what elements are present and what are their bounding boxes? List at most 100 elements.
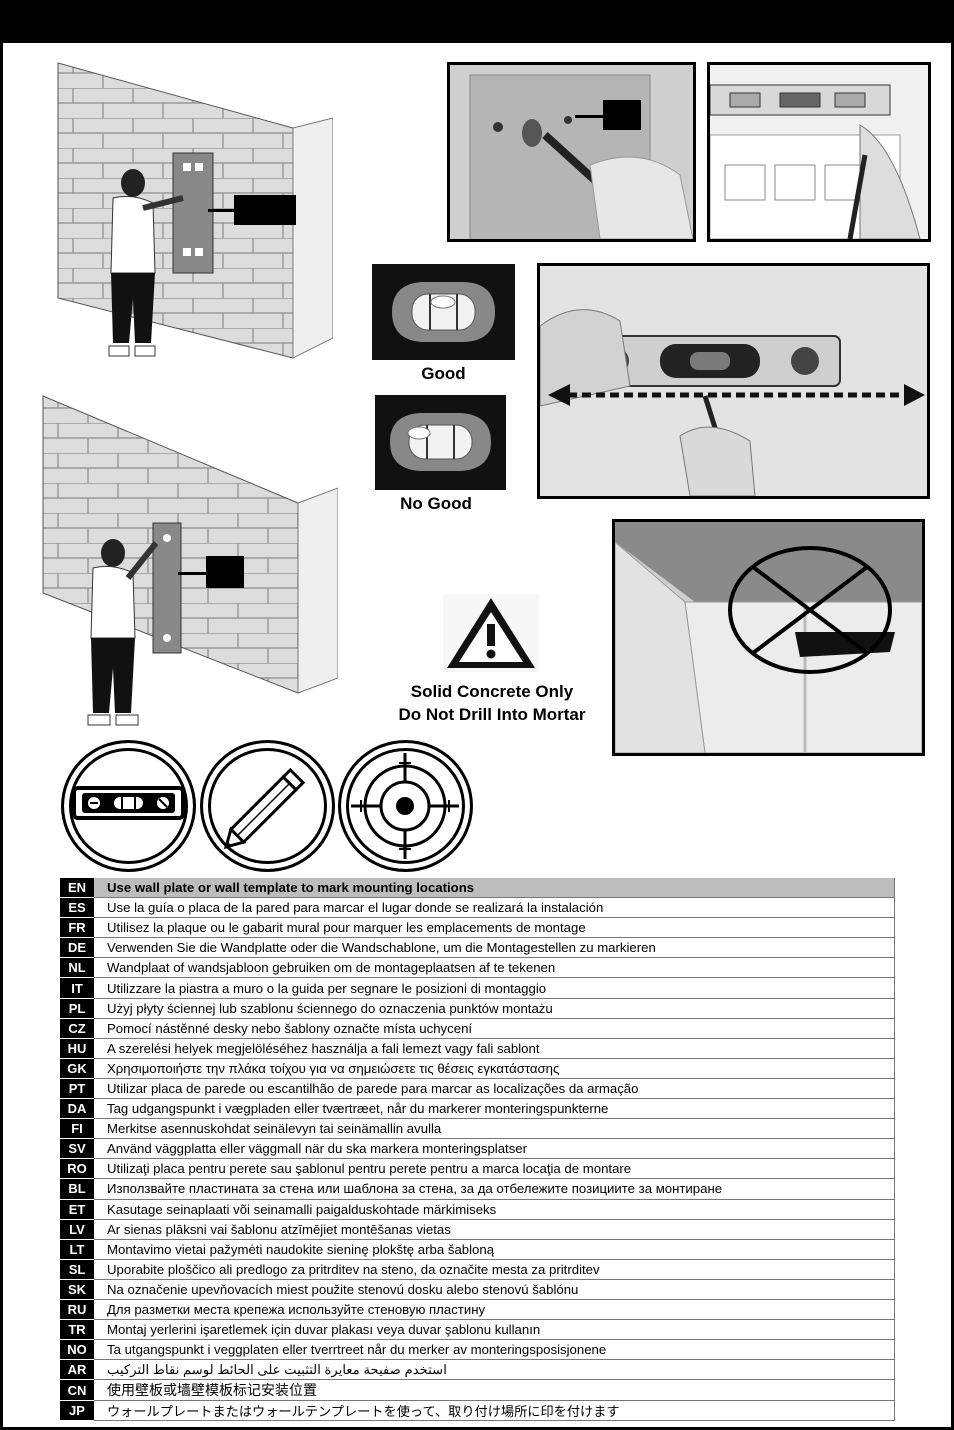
instruction-text: Merkitse asennuskohdat seinälevyn tai se… bbox=[94, 1118, 895, 1140]
good-label: Good bbox=[421, 364, 466, 383]
instruction-text: Montaj yerlerini işaretlemek için duvar … bbox=[94, 1319, 895, 1341]
crosshair-target-icon bbox=[338, 740, 473, 872]
callout-label-box bbox=[603, 100, 641, 130]
language-code: BL bbox=[60, 1178, 94, 1200]
language-code: PL bbox=[60, 998, 94, 1019]
language-code: NL bbox=[60, 957, 94, 979]
language-code: LV bbox=[60, 1219, 94, 1240]
language-code: RO bbox=[60, 1158, 94, 1180]
wall-plate-illustration bbox=[43, 58, 334, 388]
callout-label-box bbox=[206, 556, 244, 588]
language-code: FR bbox=[60, 917, 94, 939]
language-code: SK bbox=[60, 1279, 94, 1300]
language-code: LT bbox=[60, 1239, 94, 1260]
language-code: HU bbox=[60, 1038, 94, 1059]
language-code: TR bbox=[60, 1319, 94, 1341]
level-icon bbox=[61, 740, 196, 872]
instruction-page: Good No Good bbox=[3, 43, 951, 1427]
instruction-text: Ta utgangspunkt i veggplaten eller tverr… bbox=[94, 1339, 895, 1361]
language-code: PT bbox=[60, 1078, 94, 1100]
language-code: ES bbox=[60, 897, 94, 919]
callout-line bbox=[575, 115, 605, 118]
language-code: IT bbox=[60, 977, 94, 999]
wall-template-illustration bbox=[28, 393, 339, 733]
language-code: SL bbox=[60, 1259, 94, 1280]
language-code: EN bbox=[60, 878, 94, 899]
bubble-level-no-good bbox=[375, 395, 506, 490]
callout-line bbox=[178, 572, 208, 575]
instruction-text: Kasutage seinaplaati või seinamalli paig… bbox=[94, 1199, 895, 1220]
language-code: DE bbox=[60, 937, 94, 959]
instruction-text: Använd väggplatta eller väggmall när du … bbox=[94, 1138, 895, 1160]
instruction-text: Χρησιμοποιήστε την πλάκα τοίχου για να σ… bbox=[94, 1058, 895, 1079]
instruction-text: Verwenden Sie die Wandplatte oder die Wa… bbox=[94, 937, 895, 959]
instruction-text: A szerelési helyek megjelöléséhez haszná… bbox=[94, 1038, 895, 1059]
bubble-level-good bbox=[372, 264, 515, 360]
instruction-text: Ar sienas plāksni vai šablonu atzīmējiet… bbox=[94, 1219, 895, 1240]
warning-line-2: Do Not Drill Into Mortar bbox=[398, 705, 586, 724]
no-good-label: No Good bbox=[400, 494, 472, 513]
language-code: CN bbox=[60, 1379, 94, 1402]
instruction-text: Use wall plate or wall template to mark … bbox=[94, 878, 895, 899]
instruction-text: Pomocí nástěnné desky nebo šablony označ… bbox=[94, 1018, 895, 1039]
instruction-text: Wandplaat of wandsjabloon gebruiken om d… bbox=[94, 957, 895, 979]
language-code: FI bbox=[60, 1118, 94, 1140]
language-code: CZ bbox=[60, 1018, 94, 1039]
photo-mortar-joint-crossed bbox=[612, 519, 925, 756]
instruction-text: ウォールプレートまたはウォールテンプレートを使って、取り付け場所に印を付けます bbox=[94, 1400, 895, 1422]
instruction-text: Utilizaţi placa pentru perete sau şablon… bbox=[94, 1158, 895, 1180]
instruction-text: Utilisez la plaque ou le gabarit mural p… bbox=[94, 917, 895, 939]
instruction-text: 使用壁板或墙壁模板标记安装位置 bbox=[94, 1379, 895, 1402]
instruction-text: Uporabite ploščico ali predlogo za pritr… bbox=[94, 1259, 895, 1280]
pencil-icon bbox=[200, 740, 335, 872]
language-code: AR bbox=[60, 1359, 94, 1381]
instruction-text: Use la guía o placa de la pared para mar… bbox=[94, 897, 895, 919]
language-code: ET bbox=[60, 1199, 94, 1220]
instruction-text: Използвайте пластината за стена или шабл… bbox=[94, 1178, 895, 1200]
instruction-text: استخدم صفيحة معايرة التثبيت على الحائط ل… bbox=[94, 1359, 895, 1381]
instruction-text: Utilizar placa de parede ou escantilhão … bbox=[94, 1078, 895, 1100]
instruction-text: Użyj płyty ściennej lub szablonu ścienne… bbox=[94, 998, 895, 1019]
warning-triangle-icon bbox=[443, 594, 539, 672]
photo-template-with-level bbox=[707, 62, 931, 242]
language-code: SV bbox=[60, 1138, 94, 1160]
language-code: DA bbox=[60, 1098, 94, 1120]
photo-marking-through-plate bbox=[447, 62, 696, 242]
language-code: NO bbox=[60, 1339, 94, 1361]
instruction-text: Для разметки места крепежа используйте с… bbox=[94, 1299, 895, 1321]
language-code: GK bbox=[60, 1058, 94, 1079]
language-code: RU bbox=[60, 1299, 94, 1321]
instruction-text: Na označenie upevňovacích miest použite … bbox=[94, 1279, 895, 1300]
instruction-text: Montavimo vietai pažymėti naudokite sien… bbox=[94, 1239, 895, 1260]
instruction-text: Tag udgangspunkt i vægpladen eller tvært… bbox=[94, 1098, 895, 1120]
photo-level-horizontal-line bbox=[537, 263, 930, 499]
language-code: JP bbox=[60, 1400, 94, 1422]
instruction-text: Utilizzare la piastra a muro o la guida … bbox=[94, 977, 895, 999]
warning-line-1: Solid Concrete Only bbox=[410, 682, 574, 701]
